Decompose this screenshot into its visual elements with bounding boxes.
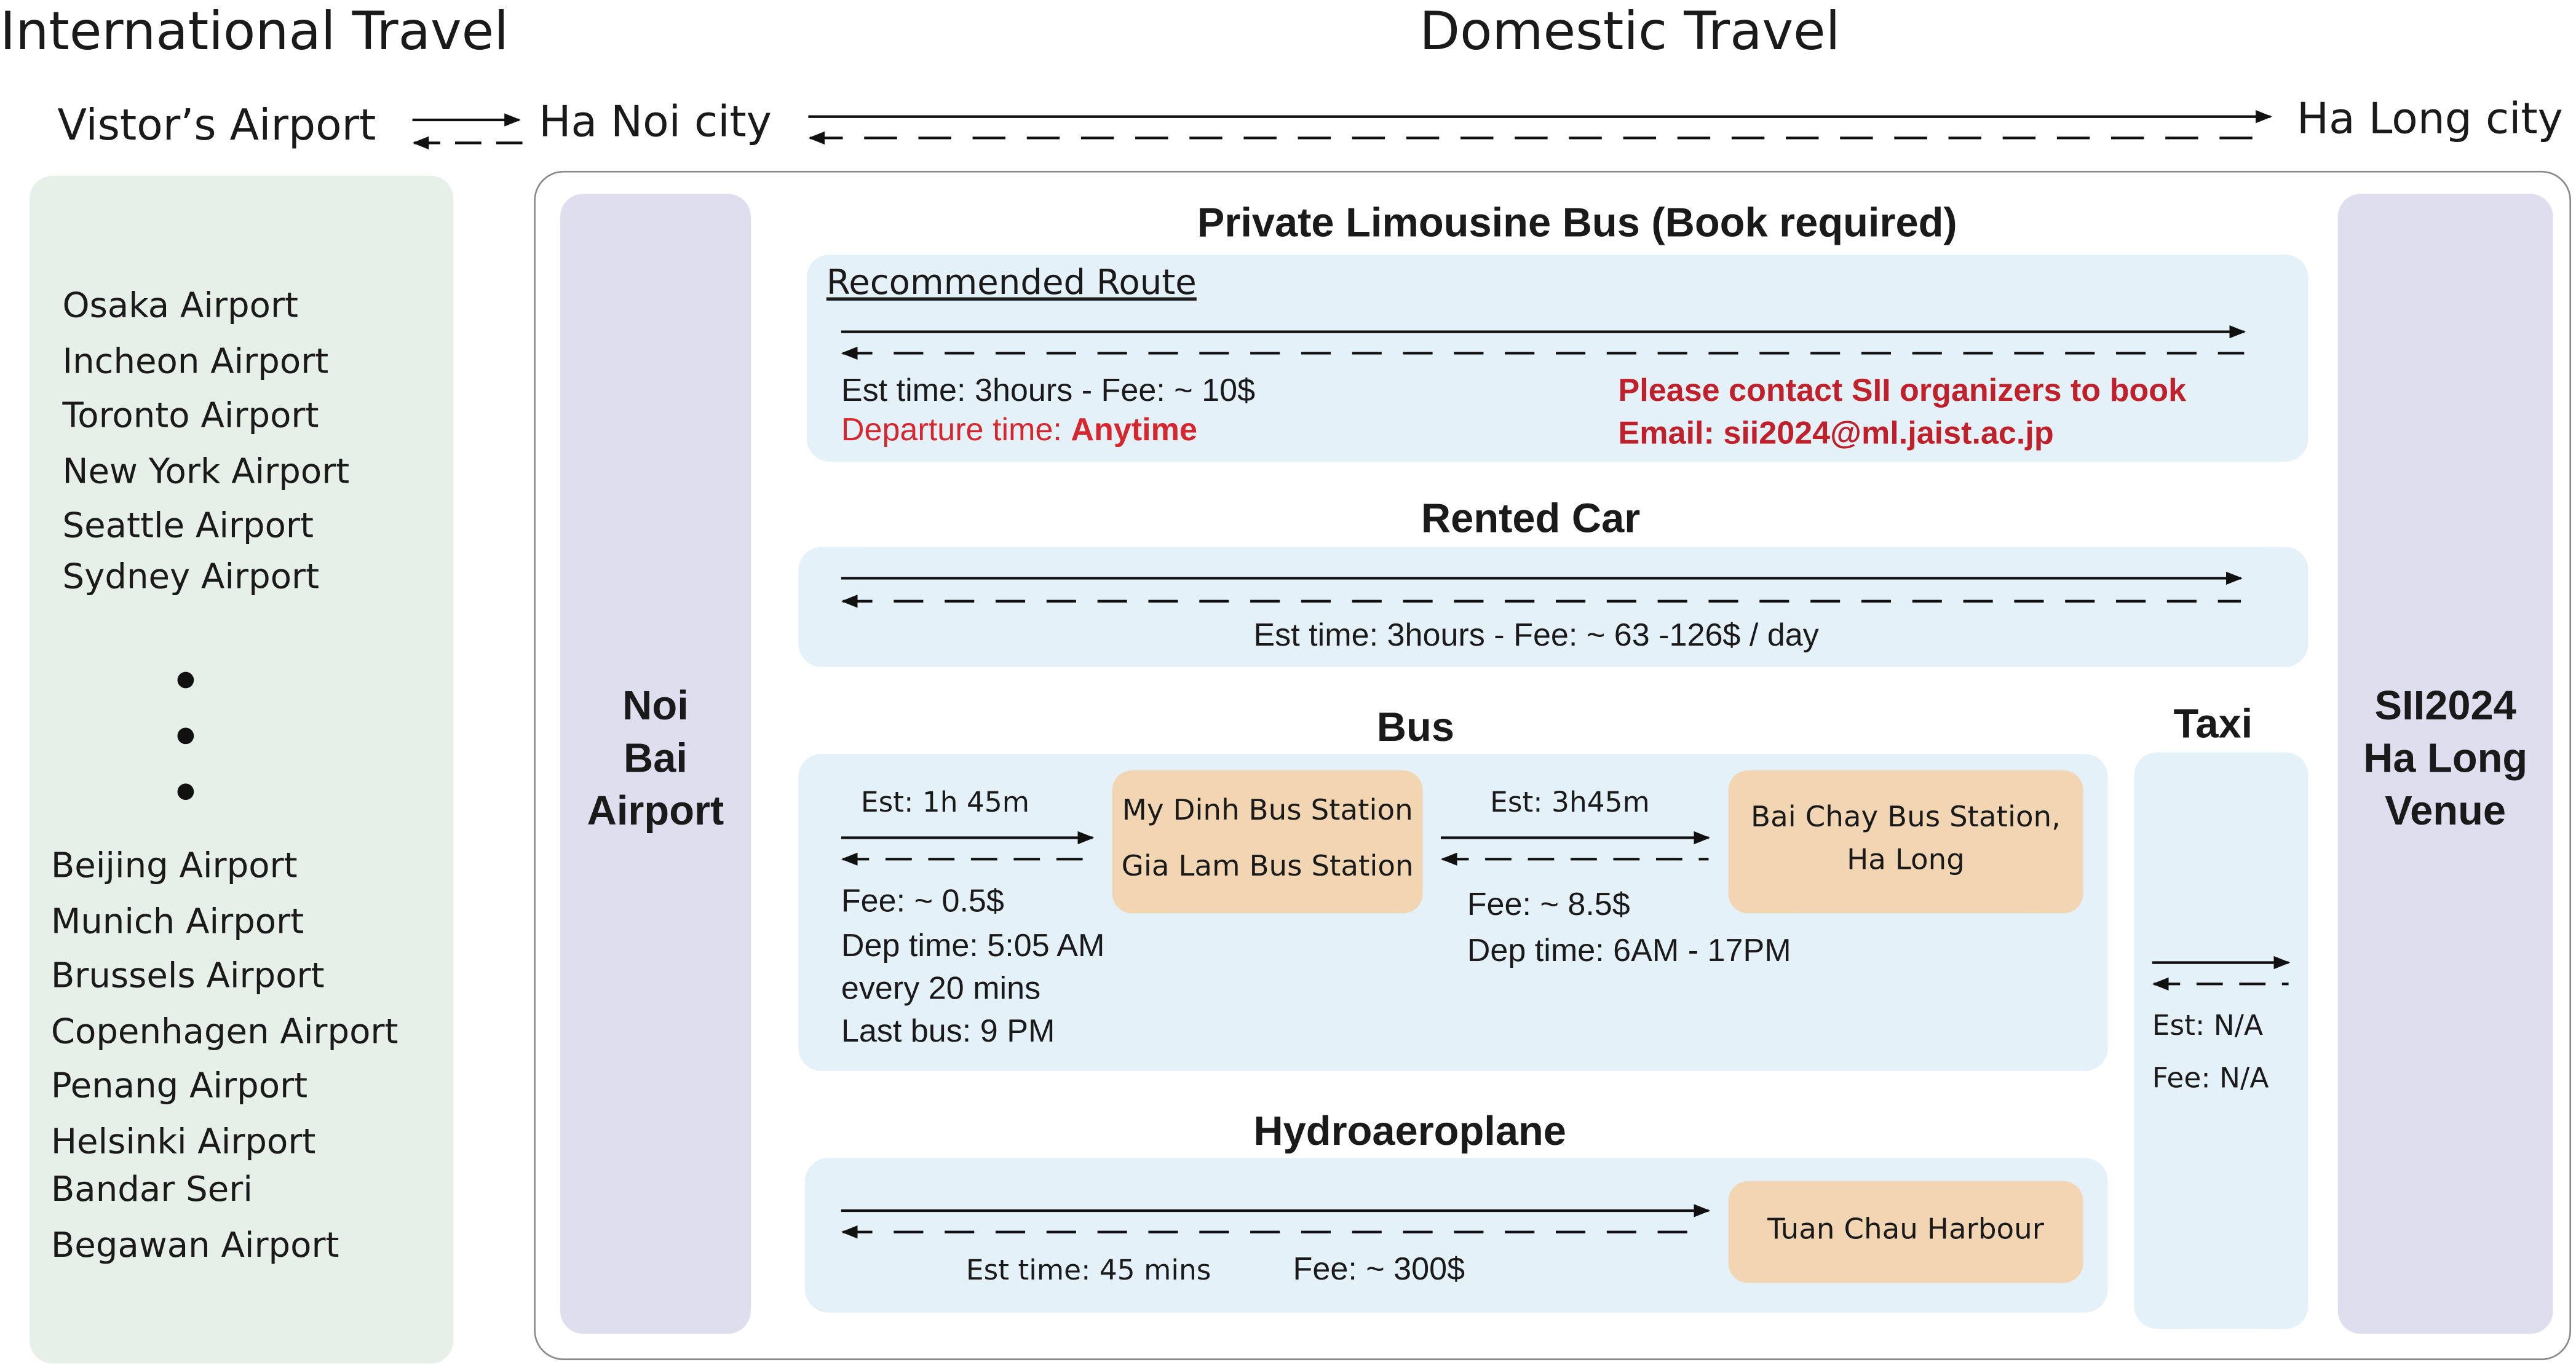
limousine-contact: Please contact SII organizers to book [1618, 373, 2187, 410]
airport-item: Copenhagen Airport [50, 1011, 398, 1051]
rented-car-panel [798, 547, 2308, 667]
limousine-est: Est time: 3hours - Fee: ~ 10$ [841, 373, 1256, 410]
airport-item: Beijing Airport [50, 845, 298, 885]
taxi-est: Est: N/A [2152, 1010, 2264, 1043]
airport-item: Incheon Airport [62, 341, 329, 381]
noi-bai-airport-label: Noi Bai Airport [560, 680, 751, 837]
bus-leg1-est: Est: 1h 45m [860, 786, 1030, 820]
halong-city-label: Ha Long city [2296, 95, 2563, 145]
halong-bus-station-box [1728, 770, 2083, 914]
noi-bai-line: Airport [587, 788, 724, 835]
hydroaeroplane-title: Hydroaeroplane [1253, 1109, 1566, 1155]
hanoi-city-label: Ha Noi city [539, 98, 772, 148]
noi-bai-line: Noi [622, 683, 689, 730]
rented-car-title: Rented Car [1421, 496, 1641, 542]
bus-leg1-fee: Fee: ~ 0.5$ [841, 884, 1004, 920]
bus-leg1-every: every 20 mins [841, 970, 1041, 1007]
bus-leg1-dep: Dep time: 5:05 AM [841, 928, 1105, 965]
international-airports-panel [30, 175, 454, 1364]
airport-item: Sydney Airport [62, 556, 320, 596]
taxi-fee: Fee: N/A [2152, 1062, 2269, 1096]
airport-item: Helsinki Airport [50, 1121, 316, 1161]
station2-line2: Ha Long [1847, 844, 1965, 877]
airport-item: Brussels Airport [50, 956, 325, 995]
hydroaeroplane-fee: Fee: ~ 300$ [1293, 1251, 1465, 1288]
tuan-chau-harbour-label: Tuan Chau Harbour [1767, 1214, 2044, 1247]
station1-line2: Gia Lam Bus Station [1121, 850, 1414, 884]
taxi-panel [2134, 752, 2308, 1329]
venue-panel [2337, 194, 2553, 1334]
noi-bai-airport-panel [560, 194, 751, 1334]
bus-leg2-est: Est: 3h45m [1490, 786, 1650, 820]
hydroaeroplane-est: Est time: 45 mins [965, 1255, 1211, 1288]
limousine-departure: Departure time: Anytime [841, 413, 1197, 450]
ellipsis-dot [177, 783, 194, 801]
ellipsis-dot [177, 671, 194, 689]
airports-list-top: Osaka Airport Incheon Airport Toronto Ai… [63, 279, 350, 604]
bus-leg1-last: Last bus: 9 PM [841, 1013, 1055, 1050]
rented-car-est: Est time: 3hours - Fee: ~ 63 -126$ / day [1253, 617, 1819, 654]
domestic-travel-frame [534, 170, 2572, 1361]
limousine-panel [806, 255, 2308, 462]
airports-list-bottom: Beijing Airport Munich Airport Brussels … [51, 839, 398, 1273]
visitor-airport-label: Vistor’s Airport [57, 101, 376, 151]
tuan-chau-harbour-box [1728, 1181, 2083, 1283]
venue-label: SII2024 Ha Long Venue [2338, 680, 2553, 837]
taxi-title: Taxi [2173, 701, 2253, 748]
airport-item: Begawan Airport [50, 1224, 339, 1264]
international-travel-heading: International Travel [0, 0, 509, 63]
limousine-title: Private Limousine Bus (Book required) [1197, 200, 1957, 247]
domestic-travel-heading: Domestic Travel [1419, 0, 1841, 63]
venue-line: Venue [2385, 788, 2507, 835]
hanoi-bus-stations-box [1112, 770, 1423, 914]
limousine-email: Email: sii2024@ml.jaist.ac.jp [1618, 415, 2054, 452]
airport-item: New York Airport [62, 451, 350, 491]
station2-line1: Bai Chay Bus Station, [1751, 801, 2061, 835]
ellipsis-dot [177, 727, 194, 745]
airport-item: Seattle Airport [62, 505, 314, 545]
venue-line: Ha Long [2363, 735, 2528, 782]
airport-item: Penang Airport [50, 1066, 308, 1106]
departure-label: Departure time: [841, 412, 1071, 449]
bus-leg2-dep: Dep time: 6AM - 17PM [1467, 933, 1791, 970]
airport-item: Bandar Seri [50, 1169, 253, 1209]
station1-line1: My Dinh Bus Station [1122, 795, 1413, 828]
bus-title: Bus [1376, 705, 1454, 751]
venue-line: SII2024 [2374, 683, 2516, 730]
airport-item: Munich Airport [50, 901, 304, 941]
noi-bai-line: Bai [623, 735, 688, 782]
recommended-route-label: Recommended Route [826, 263, 1197, 303]
bus-leg2-fee: Fee: ~ 8.5$ [1467, 887, 1630, 924]
airport-item: Toronto Airport [62, 395, 319, 435]
departure-value: Anytime [1071, 412, 1197, 449]
airport-item: Osaka Airport [62, 285, 299, 325]
